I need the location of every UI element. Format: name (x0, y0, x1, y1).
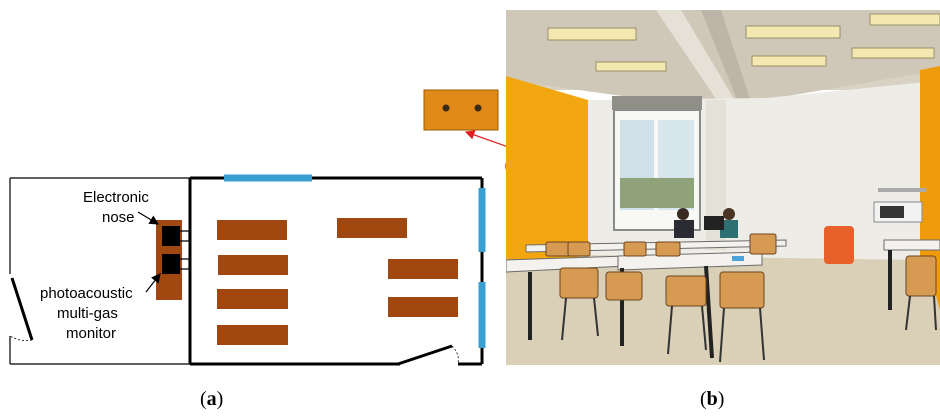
chair (665, 275, 707, 307)
orange-wall-left (506, 76, 588, 272)
chair (623, 241, 647, 257)
ceiling-light (751, 55, 827, 67)
sensor-hole (442, 104, 450, 112)
wall-sensor-callout (423, 89, 555, 183)
photoacoustic-arrow (145, 273, 161, 293)
table (883, 239, 940, 251)
chair (719, 271, 765, 309)
electronic-nose-label-line1: Electronic (83, 189, 149, 206)
chair (545, 241, 571, 257)
electronic-nose-label-line2: nose (102, 209, 135, 226)
floor-plan: Electronic nose photoacoustic multi-gas … (9, 174, 486, 366)
sensor-closeup-box (423, 89, 499, 131)
chair (749, 233, 777, 255)
room-door (397, 344, 453, 366)
caption-a: (a) (200, 388, 224, 410)
sensor-hole (474, 104, 482, 112)
desk (218, 255, 288, 275)
chair (905, 255, 937, 297)
ceiling-light (547, 27, 637, 41)
desk (388, 259, 458, 279)
desk (217, 289, 288, 309)
chair (559, 267, 599, 299)
window-right-lower (478, 282, 486, 348)
photoacoustic-label-line2: multi-gas (57, 305, 118, 322)
electronic-nose-arrow (137, 211, 160, 225)
caption-b-letter: b (706, 388, 718, 410)
photoacoustic-label-line3: monitor (66, 325, 116, 342)
orange-armchair (824, 226, 854, 264)
ceiling-light (595, 61, 667, 72)
desk (217, 325, 288, 345)
desks (217, 218, 458, 345)
window-right-upper (478, 188, 486, 252)
window-top (224, 174, 312, 182)
window (612, 96, 702, 231)
photoacoustic-monitor-unit (162, 254, 180, 274)
chair (605, 271, 643, 301)
ceiling-light (869, 13, 940, 26)
caption-a-letter: a (206, 388, 217, 410)
chair (655, 241, 681, 257)
chairs (545, 233, 937, 309)
photoacoustic-label-line1: photoacoustic (40, 285, 133, 302)
antechamber (9, 177, 190, 365)
ceiling-light (745, 25, 841, 39)
ceiling-light (851, 47, 935, 59)
ceiling-lights (547, 13, 940, 72)
table (617, 251, 763, 271)
desk (217, 220, 287, 240)
classroom-photo (506, 10, 940, 365)
chair (567, 241, 591, 257)
desk (388, 297, 458, 317)
entrance-door (10, 277, 34, 341)
desk (337, 218, 407, 238)
caption-b: (b) (700, 388, 725, 410)
electronic-nose-unit (162, 226, 180, 246)
instrument-station (156, 220, 190, 300)
